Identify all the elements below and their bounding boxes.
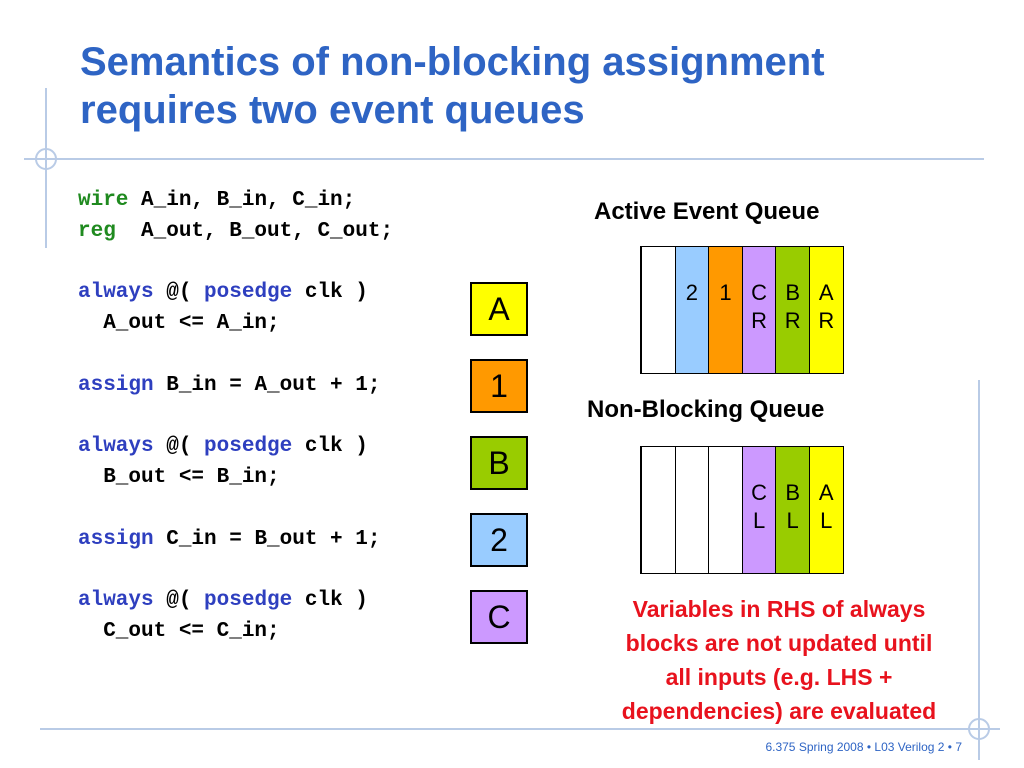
code-text: A_out, B_out, C_out; bbox=[115, 219, 394, 243]
note-line: blocks are not updated until bbox=[625, 630, 933, 656]
order-box: 1 bbox=[470, 359, 528, 413]
verilog-code-block: wire A_in, B_in, C_in;reg A_out, B_out, … bbox=[78, 186, 393, 648]
code-text: C_out <= C_in; bbox=[78, 620, 280, 644]
title-line-2: requires two event queues bbox=[80, 88, 585, 132]
frame-vertical-right bbox=[978, 380, 980, 760]
code-keyword: assign bbox=[78, 527, 154, 551]
queue-slot-text: R bbox=[784, 308, 801, 333]
code-line: always @( posedge clk ) bbox=[78, 432, 393, 463]
queue-slot-text: R bbox=[818, 308, 835, 333]
queue-slot-text: R bbox=[751, 308, 768, 333]
queue-slot-text: A bbox=[818, 480, 834, 505]
code-line: assign B_in = A_out + 1; bbox=[78, 371, 393, 402]
code-text: @( bbox=[153, 589, 205, 613]
code-keyword: posedge bbox=[204, 435, 293, 459]
queue-slot: 2 bbox=[675, 246, 710, 374]
code-text: clk ) bbox=[292, 281, 368, 305]
queue-slot bbox=[642, 246, 676, 374]
frame-horizontal-top bbox=[24, 158, 984, 160]
frame-crosshair-top-icon bbox=[35, 148, 57, 170]
code-line: B_out <= B_in; bbox=[78, 463, 393, 494]
code-keyword: assign bbox=[78, 373, 154, 397]
code-line bbox=[78, 248, 393, 279]
code-keyword: posedge bbox=[204, 281, 293, 305]
code-line: wire A_in, B_in, C_in; bbox=[78, 186, 393, 217]
frame-horizontal-bottom bbox=[40, 728, 1000, 730]
queue-slot-text: C bbox=[751, 280, 768, 305]
code-line bbox=[78, 402, 393, 433]
code-text: A_out <= A_in; bbox=[78, 312, 280, 336]
queue-slot bbox=[675, 446, 710, 574]
active-queue-label: Active Event Queue bbox=[594, 198, 820, 225]
code-keyword: always bbox=[78, 435, 154, 459]
code-keyword: reg bbox=[78, 219, 116, 243]
order-box: B bbox=[470, 436, 528, 490]
code-keyword: posedge bbox=[204, 589, 293, 613]
code-text: A_in, B_in, C_in; bbox=[128, 189, 356, 212]
page-title: Semantics of non-blocking assignment req… bbox=[80, 38, 1000, 134]
code-line: C_out <= C_in; bbox=[78, 617, 393, 648]
code-text: clk ) bbox=[292, 435, 368, 459]
queue-slot-text: A bbox=[818, 280, 834, 305]
queue-slot: 1 bbox=[709, 246, 743, 374]
order-box: C bbox=[470, 590, 528, 644]
queue-slot-text: 2 bbox=[685, 280, 699, 305]
title-line-1: Semantics of non-blocking assignment bbox=[80, 40, 825, 84]
queue-slot-text: L bbox=[786, 508, 799, 533]
code-line bbox=[78, 556, 393, 587]
code-keyword: always bbox=[78, 281, 154, 305]
queue-slot-text: 1 bbox=[719, 280, 732, 305]
code-text: B_in = A_out + 1; bbox=[153, 373, 381, 397]
code-line bbox=[78, 340, 393, 371]
queue-slot-text: B bbox=[785, 280, 801, 305]
note-line: all inputs (e.g. LHS + bbox=[665, 664, 893, 690]
order-box: A bbox=[470, 282, 528, 336]
slide-footer: 6.375 Spring 2008 • L03 Verilog 2 • 7 bbox=[765, 740, 962, 754]
code-line bbox=[78, 494, 393, 525]
code-text: @( bbox=[153, 435, 205, 459]
queue-slot-text: L bbox=[752, 508, 766, 533]
frame-crosshair-bottom-icon bbox=[968, 718, 990, 740]
order-box: 2 bbox=[470, 513, 528, 567]
queue-slot-text: B bbox=[785, 480, 801, 505]
queue-slot bbox=[709, 446, 743, 574]
queue-slot-text: C bbox=[751, 480, 768, 505]
code-line: always @( posedge clk ) bbox=[78, 586, 393, 617]
queue-slot-text: L bbox=[820, 508, 833, 533]
code-keyword: wire bbox=[78, 189, 129, 212]
note-line: Variables in RHS of always bbox=[632, 596, 926, 622]
code-keyword: always bbox=[78, 589, 154, 613]
code-text: B_out <= B_in; bbox=[78, 466, 280, 490]
explanation-note: Variables in RHS of always blocks are not… bbox=[576, 592, 982, 728]
code-text: C_in = B_out + 1; bbox=[153, 527, 381, 551]
queue-slot bbox=[642, 446, 676, 574]
nonblocking-queue-label: Non-Blocking Queue bbox=[587, 396, 825, 423]
code-line: A_out <= A_in; bbox=[78, 309, 393, 340]
code-line: assign C_in = B_out + 1; bbox=[78, 525, 393, 556]
code-text: clk ) bbox=[292, 589, 368, 613]
code-text: @( bbox=[153, 281, 205, 305]
code-line: reg A_out, B_out, C_out; bbox=[78, 217, 393, 248]
code-line: always @( posedge clk ) bbox=[78, 278, 393, 309]
note-line: dependencies) are evaluated bbox=[621, 698, 937, 724]
